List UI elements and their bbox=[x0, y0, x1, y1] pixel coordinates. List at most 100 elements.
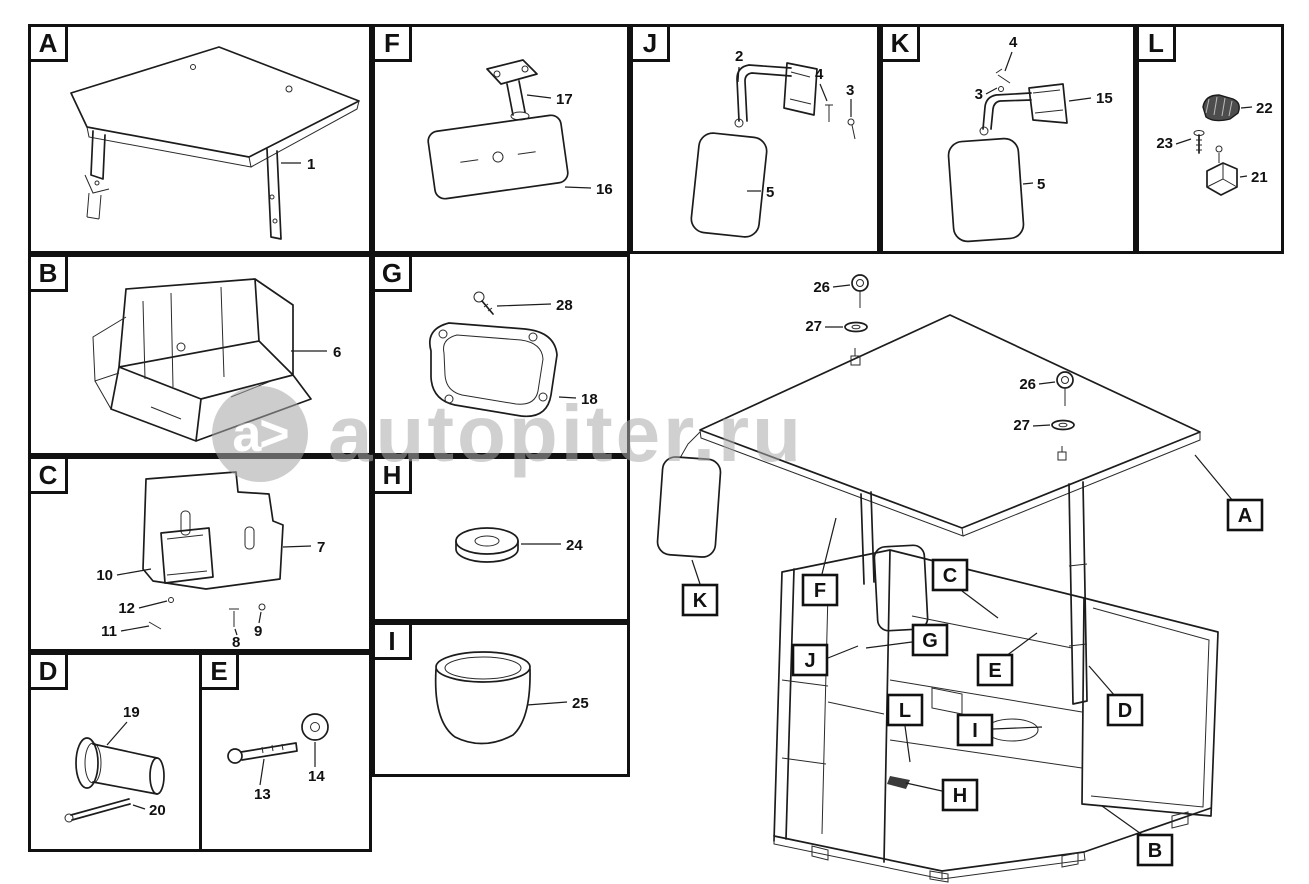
panel-I: I 25 bbox=[372, 622, 630, 777]
assembly-letter-G: G bbox=[922, 630, 938, 652]
callout-3-number: 3 bbox=[975, 86, 983, 103]
mirror-glass-part bbox=[947, 137, 1025, 243]
callout-12-number: 12 bbox=[118, 600, 135, 617]
panel-B: B 6 bbox=[28, 254, 372, 456]
callout-9: 9 bbox=[254, 603, 266, 640]
panel-E-drawing: 13 14 bbox=[227, 713, 329, 803]
assembly-label-G: G bbox=[865, 623, 949, 657]
panel-E-label-box: E bbox=[199, 652, 239, 690]
panel-L: L 22 23 bbox=[1136, 24, 1284, 254]
callout-13-number: 13 bbox=[254, 786, 271, 803]
bolt-part bbox=[227, 742, 298, 764]
mirror-arm-part bbox=[979, 83, 1068, 136]
callout-26-right: 26 bbox=[1019, 376, 1056, 393]
cab-frame-part bbox=[92, 278, 312, 442]
assembly-letter-F: F bbox=[814, 580, 826, 602]
assembly-label-A: A bbox=[1194, 454, 1264, 532]
mirror-glass-part bbox=[690, 132, 768, 238]
panel-K-letter: K bbox=[890, 27, 910, 58]
callout-5: 5 bbox=[1022, 176, 1045, 193]
assembly-letter-L: L bbox=[899, 700, 911, 722]
panel-A-label-box: A bbox=[28, 24, 68, 62]
callout-21: 21 bbox=[1239, 169, 1268, 186]
callout-2: 2 bbox=[735, 48, 743, 83]
callout-7: 7 bbox=[282, 539, 325, 556]
callout-20: 20 bbox=[132, 802, 166, 819]
panel-J-letter: J bbox=[642, 27, 658, 58]
assembly-label-L: L bbox=[886, 693, 924, 763]
callout-26-number: 26 bbox=[1019, 376, 1036, 393]
callout-16-number: 16 bbox=[596, 181, 613, 198]
panel-J-drawing: 2 4 3 5 bbox=[690, 48, 856, 238]
callout-24: 24 bbox=[521, 537, 583, 554]
eyebolt-right bbox=[1051, 371, 1075, 461]
callout-20-number: 20 bbox=[149, 802, 166, 819]
callout-23-number: 23 bbox=[1156, 135, 1173, 152]
bolt-part bbox=[473, 291, 494, 315]
panel-K-label-box: K bbox=[880, 24, 920, 62]
callout-10-number: 10 bbox=[96, 567, 113, 584]
mirror-bracket-part bbox=[486, 59, 538, 121]
panel-C: C 7 10 12 11 bbox=[28, 456, 372, 652]
panel-C-letter: C bbox=[38, 459, 58, 490]
callout-27-right: 27 bbox=[1013, 417, 1051, 434]
assembly-label-C: C bbox=[931, 558, 999, 619]
eyebolt-left bbox=[844, 274, 869, 366]
panel-G-label-box: G bbox=[372, 254, 412, 292]
roof-panel-part bbox=[70, 46, 360, 240]
panel-E-letter: E bbox=[210, 655, 228, 686]
callout-5: 5 bbox=[747, 184, 774, 201]
panel-F-letter: F bbox=[384, 27, 400, 58]
callout-4-number: 4 bbox=[815, 66, 824, 83]
panel-G: G 28 18 bbox=[372, 254, 630, 456]
panel-I-drawing: 25 bbox=[434, 651, 589, 745]
panel-I-label-box: I bbox=[372, 622, 412, 660]
callout-8-number: 8 bbox=[232, 634, 240, 649]
assembly-letter-I: I bbox=[972, 720, 978, 742]
callout-27-number: 27 bbox=[1013, 417, 1030, 434]
callout-3: 3 bbox=[975, 86, 998, 103]
panel-C-label-box: C bbox=[28, 456, 68, 494]
callout-10: 10 bbox=[96, 567, 152, 584]
callout-5-number: 5 bbox=[1037, 176, 1045, 193]
callout-11: 11 bbox=[101, 621, 162, 640]
callout-4: 4 bbox=[1004, 34, 1018, 72]
assembly-cab-frame bbox=[773, 549, 1219, 883]
panel-D-drawing: 19 20 bbox=[64, 704, 166, 823]
panel-G-drawing: 28 18 bbox=[429, 291, 598, 418]
callout-22: 22 bbox=[1240, 100, 1273, 117]
callout-2-number: 2 bbox=[735, 48, 743, 65]
assembly-label-H: H bbox=[905, 778, 979, 812]
callout-1: 1 bbox=[281, 156, 315, 173]
small-cap-part bbox=[887, 776, 910, 789]
callout-23: 23 bbox=[1156, 135, 1192, 152]
panel-I-letter: I bbox=[388, 625, 396, 656]
rod-part bbox=[64, 798, 131, 823]
assembly-posts bbox=[860, 481, 1088, 705]
callout-6-number: 6 bbox=[333, 344, 341, 361]
callout-4-number: 4 bbox=[1009, 34, 1018, 51]
callout-25-number: 25 bbox=[572, 695, 589, 712]
callout-5-number: 5 bbox=[766, 184, 774, 201]
callout-16: 16 bbox=[564, 181, 613, 198]
callout-17-number: 17 bbox=[556, 91, 573, 108]
panel-B-label-box: B bbox=[28, 254, 68, 292]
washer-part bbox=[455, 527, 519, 563]
callout-26-left: 26 bbox=[813, 279, 851, 296]
assembly-label-I: I bbox=[956, 713, 1043, 747]
side-panel-part bbox=[142, 471, 284, 590]
assembly-letter-C: C bbox=[943, 565, 957, 587]
panel-G-letter: G bbox=[381, 257, 403, 288]
assembly-letter-H: H bbox=[953, 785, 967, 807]
callout-12: 12 bbox=[118, 597, 174, 617]
mirror-arm-part bbox=[734, 62, 818, 128]
gasket-part bbox=[429, 322, 558, 418]
screw-part bbox=[1193, 130, 1205, 154]
panel-F: F 17 16 bbox=[372, 24, 630, 254]
assembly-label-D: D bbox=[1088, 665, 1144, 727]
assembly-inner-mirror bbox=[873, 544, 929, 632]
callout-27-number: 27 bbox=[805, 318, 822, 335]
screw-icon bbox=[825, 104, 833, 122]
panel-A-letter: A bbox=[38, 27, 58, 58]
